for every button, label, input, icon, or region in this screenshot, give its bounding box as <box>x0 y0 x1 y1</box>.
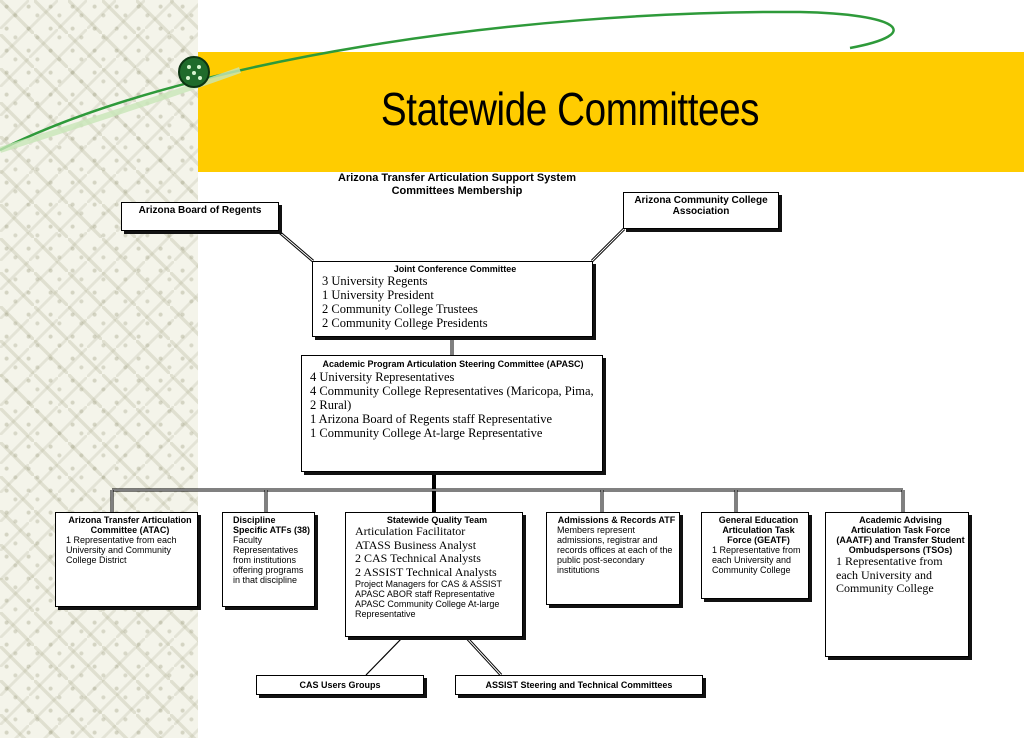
quality-team-box: Statewide Quality Team Articulation Faci… <box>345 512 523 637</box>
title-banner <box>198 52 1024 172</box>
joint-conference-line: 1 University President <box>322 288 434 302</box>
geatf-box: General Education Articulation Task Forc… <box>701 512 809 599</box>
geatf-body: 1 Representative from each University an… <box>712 545 801 575</box>
apasc-line: 1 Arizona Board of Regents staff Represe… <box>310 412 553 426</box>
atac-title: Arizona Transfer Articulation Committee … <box>68 515 192 535</box>
joint-conference-title: Joint Conference Committee <box>393 264 517 274</box>
quality-team-title: Statewide Quality Team <box>386 515 488 525</box>
apasc-line: 4 Community College Representatives (Mar… <box>310 384 594 412</box>
community-college-assoc-title: Arizona Community College Association <box>634 195 768 217</box>
quality-team-line: Project Managers for CAS & ASSIST <box>355 579 503 589</box>
joint-conference-box: Joint Conference Committee 3 University … <box>312 261 593 337</box>
apasc-line: 4 University Representatives <box>310 370 455 384</box>
cas-users-title: CAS Users Groups <box>299 680 381 690</box>
aaatf-title: Academic Advising Articulation Task Forc… <box>836 515 965 555</box>
admissions-atf-box: Admissions & Records ATF Members represe… <box>546 512 680 605</box>
joint-conference-line: 3 University Regents <box>322 274 428 288</box>
admissions-atf-body: Members represent admissions, registrar … <box>557 525 673 575</box>
decorative-pattern <box>0 0 198 738</box>
atac-box: Arizona Transfer Articulation Committee … <box>55 512 198 607</box>
quality-team-serif-line: Articulation Facilitator <box>355 524 466 538</box>
apasc-line: 1 Community College At-large Representat… <box>310 426 543 440</box>
swoosh-decoration <box>0 10 895 153</box>
quality-team-serif-line: 2 CAS Technical Analysts <box>355 551 481 565</box>
joint-conference-line: 2 Community College Presidents <box>322 316 488 330</box>
diagram-title: Arizona Transfer Articulation Support Sy… <box>312 172 602 208</box>
joint-conference-line: 2 Community College Trustees <box>322 302 478 316</box>
assist-committees-box: ASSIST Steering and Technical Committees <box>455 675 703 695</box>
discipline-atf-box: Discipline Specific ATFs (38) Faculty Re… <box>222 512 315 607</box>
apasc-title: Academic Program Articulation Steering C… <box>322 359 584 369</box>
quality-team-serif-line: 2 ASSIST Technical Analysts <box>355 564 497 579</box>
admissions-atf-title: Admissions & Records ATF <box>557 515 676 525</box>
discipline-atf-title: Discipline Specific ATFs (38) <box>233 515 311 535</box>
aaatf-body: 1 Representative from each University an… <box>836 554 943 595</box>
atac-body: 1 Representative from each University an… <box>66 535 177 565</box>
quality-team-serif-line: ATASS Business Analyst <box>355 537 477 552</box>
board-of-regents-box: Arizona Board of Regents <box>121 202 279 231</box>
globe-icon <box>178 56 210 88</box>
assist-committees-title: ASSIST Steering and Technical Committees <box>485 680 673 690</box>
board-of-regents-title: Arizona Board of Regents <box>138 205 262 216</box>
aaatf-box: Academic Advising Articulation Task Forc… <box>825 512 969 657</box>
community-college-assoc-box: Arizona Community College Association <box>623 192 779 229</box>
discipline-atf-body: Faculty Representatives from institution… <box>233 535 304 585</box>
cas-users-box: CAS Users Groups <box>256 675 424 695</box>
page-title: Statewide Committees <box>380 83 760 135</box>
quality-team-line: APASC ABOR staff Representative <box>355 589 495 599</box>
geatf-title: General Education Articulation Task Forc… <box>718 515 799 545</box>
quality-team-line: APASC Community College At-large Represe… <box>355 599 500 619</box>
apasc-box: Academic Program Articulation Steering C… <box>301 355 603 472</box>
